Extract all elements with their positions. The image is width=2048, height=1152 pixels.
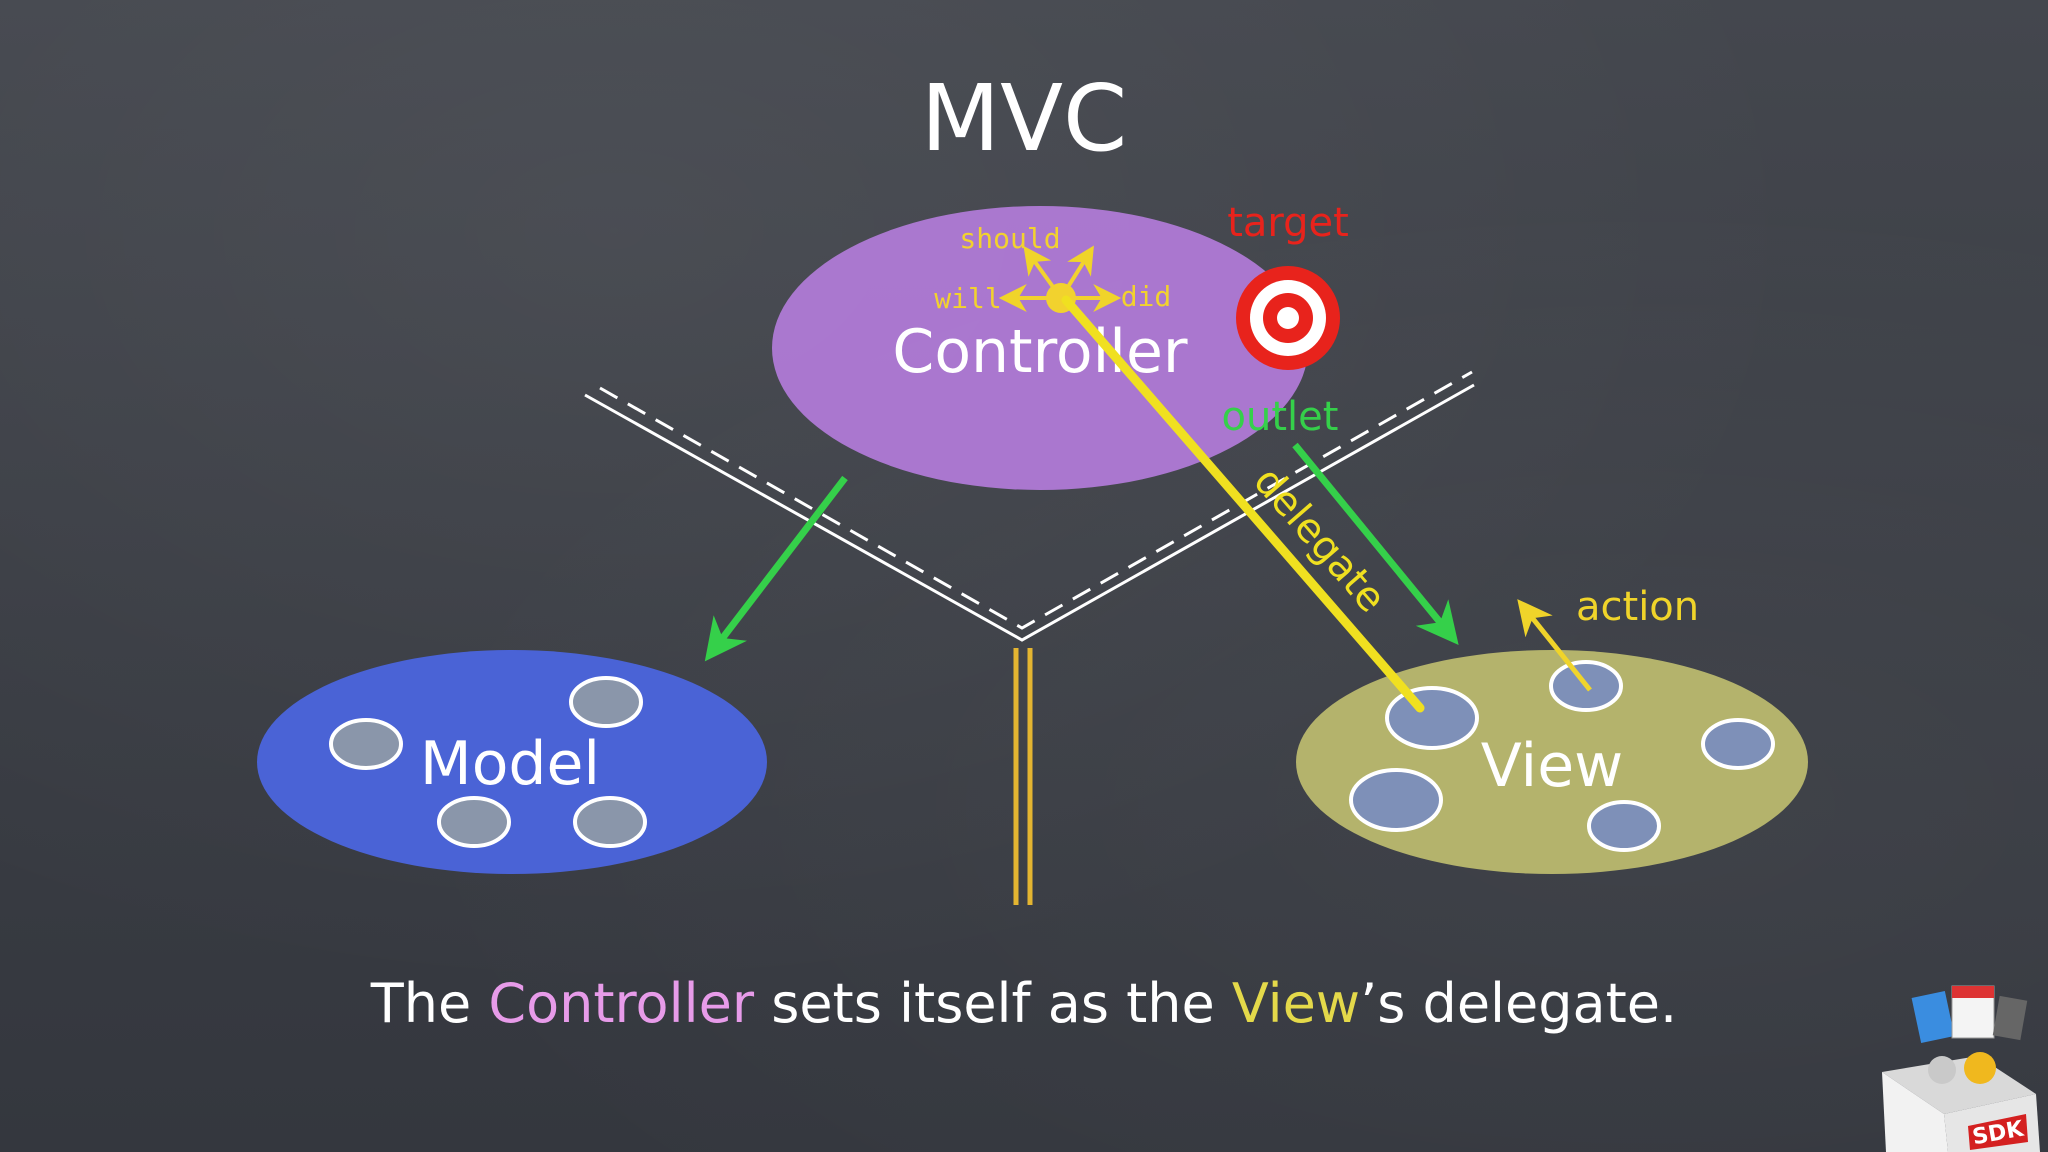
slide-caption: The Controller sets itself as the View’s… (0, 972, 2048, 1035)
caption-view-word: View (1231, 972, 1361, 1035)
view-label: View (1481, 731, 1623, 801)
model-label: Model (420, 729, 600, 799)
model-sub-objects (329, 676, 647, 848)
sdk-box-icon: SDK (1882, 985, 2040, 1152)
should-label: should (959, 222, 1060, 255)
controller-label: Controller (892, 317, 1187, 387)
slide-title: MVC (921, 65, 1128, 172)
caption-part1: The (370, 972, 489, 1035)
action-arrow (1517, 599, 1592, 692)
caption-controller-word: Controller (488, 972, 755, 1035)
delegate-line (1061, 295, 1425, 713)
action-label: action (1576, 584, 1699, 630)
caption-part2: sets itself as the (754, 972, 1232, 1035)
caption-part3: ’s delegate. (1360, 972, 1678, 1035)
target-icon (1236, 266, 1340, 370)
outlet-label: outlet (1222, 394, 1339, 440)
will-label: will (934, 282, 1001, 315)
did-label: did (1121, 280, 1172, 313)
view-sub-objects (1349, 660, 1775, 852)
outlet-arrow-to-view (1292, 442, 1459, 646)
target-label: target (1227, 200, 1349, 246)
separator-lines (584, 370, 1475, 905)
outlet-arrow-to-model (704, 475, 848, 662)
